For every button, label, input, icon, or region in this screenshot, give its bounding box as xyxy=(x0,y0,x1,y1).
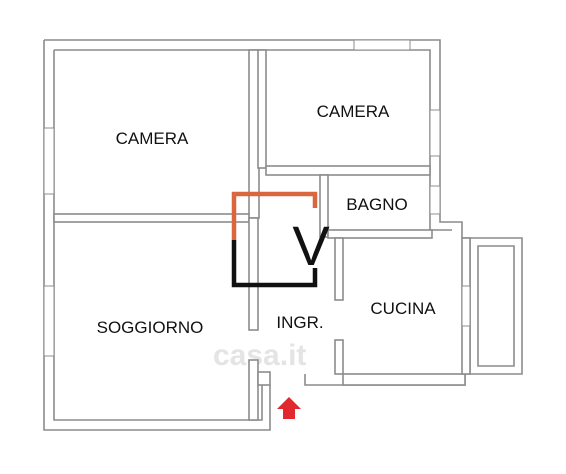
window-camera-1 xyxy=(43,127,55,195)
room-label-cucina: CUCINA xyxy=(370,299,436,318)
room-label-soggiorno: SOGGIORNO xyxy=(97,318,204,337)
agency-logo: V xyxy=(231,191,330,288)
windows xyxy=(43,39,471,357)
room-label-camera-1: CAMERA xyxy=(116,129,189,148)
window-soggiorno xyxy=(43,285,55,357)
window-bagno xyxy=(429,185,441,215)
room-label-ingresso: INGR. xyxy=(276,313,323,332)
window-camera-2-side xyxy=(429,109,441,157)
room-label-bagno: BAGNO xyxy=(346,195,407,214)
up-arrow-icon xyxy=(277,397,301,419)
window-camera-2-top xyxy=(353,39,411,51)
window-cucina xyxy=(461,285,471,327)
logo-letter: V xyxy=(292,214,330,277)
room-label-camera-2: CAMERA xyxy=(317,102,390,121)
watermark: casa.it xyxy=(213,339,306,372)
